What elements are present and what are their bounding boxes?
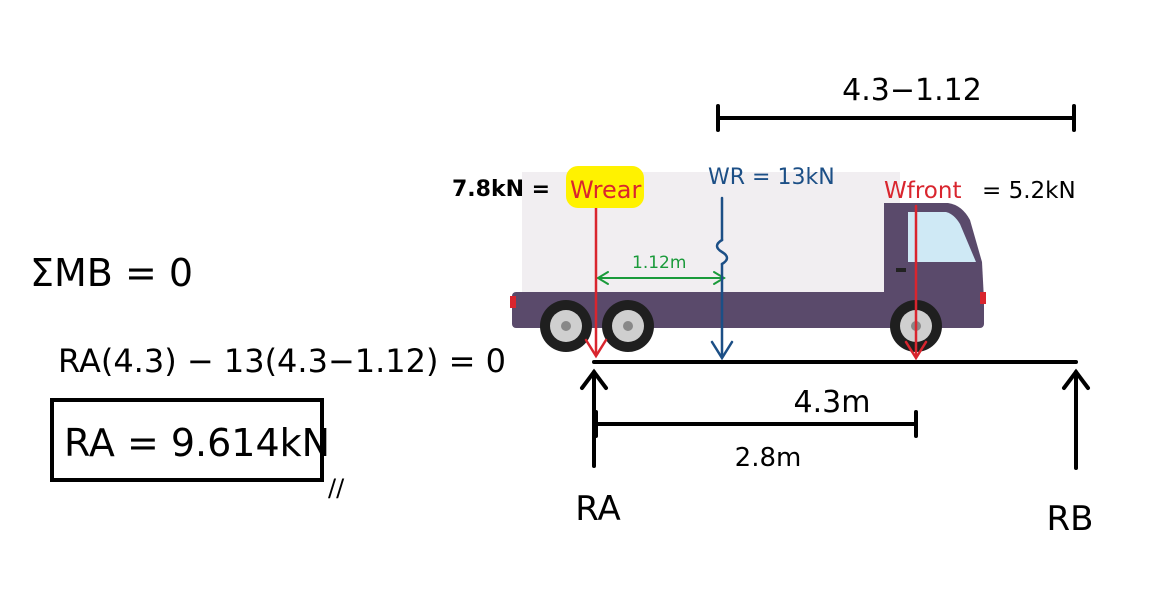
dimension-line-1-12 [596, 271, 726, 285]
span-2-8-label: 2.8m [735, 443, 802, 473]
truck-front-light [980, 292, 986, 304]
result-equation: RA = 9.614kN [64, 421, 330, 465]
support-ra-label: RA [575, 489, 621, 529]
span-4-3-label: 4.3m [794, 385, 871, 420]
truck-rear-wheel-1 [540, 300, 592, 352]
truck-rear-light [510, 296, 516, 308]
result-box [50, 398, 324, 482]
moment-sum-equation: ΣMB = 0 [30, 251, 193, 295]
dimension-line-4-3 [594, 410, 918, 438]
w-front-label: Wfront [884, 178, 961, 204]
top-dimension-line [716, 104, 1076, 132]
result-mark: // [328, 474, 345, 502]
truck-window [908, 212, 976, 262]
w-rear-value-label: 7.8kN = [452, 177, 550, 202]
w-r-force-arrow [710, 196, 734, 361]
support-rb-label: RB [1047, 499, 1094, 539]
w-front-value-label: = 5.2kN [982, 178, 1076, 204]
truck-rear-wheel-2 [602, 300, 654, 352]
w-front-force-arrow [904, 204, 928, 361]
truck-illustration [510, 172, 986, 352]
w-r-label: WR = 13kN [708, 165, 835, 190]
truck-door-handle [896, 268, 906, 272]
w-rear-force-arrow [584, 202, 608, 359]
offset-1-12-label: 1.12m [632, 253, 686, 273]
w-rear-label: Wrear [570, 176, 641, 204]
w-rear-highlight [566, 166, 644, 208]
support-rb-arrow [1062, 368, 1090, 470]
top-dimension-label: 4.3−1.12 [842, 73, 982, 108]
moment-equation: RA(4.3) − 13(4.3−1.12) = 0 [58, 342, 506, 380]
